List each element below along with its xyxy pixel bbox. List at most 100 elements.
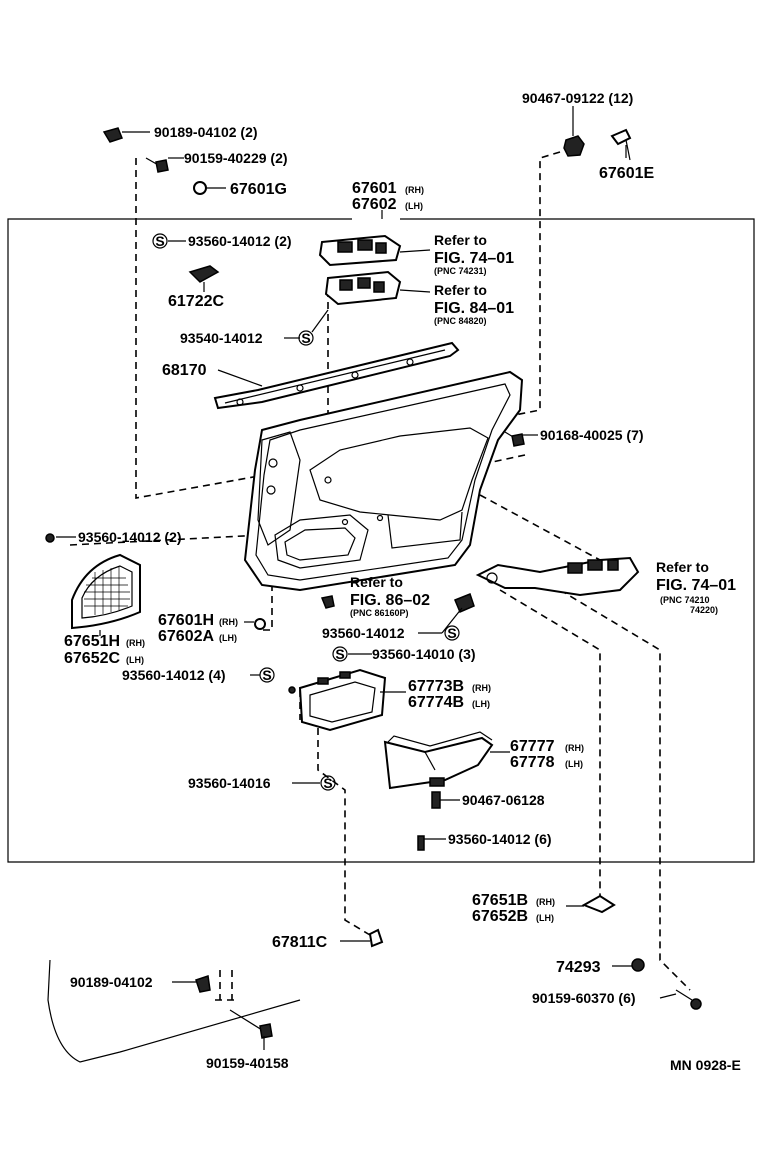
label-pnc74231: (PNC 74231): [434, 266, 487, 276]
armrest-base-74210: [475, 556, 640, 597]
label-67774B: 67774B: [408, 694, 464, 711]
label-93560-14012-4: 93560-14012 (4): [122, 667, 226, 683]
label-67651H: 67651H: [64, 633, 120, 650]
label-74293: 74293: [556, 959, 601, 976]
dash-armrest-to-90159: [559, 589, 691, 991]
label-67651B-rh: (RH): [536, 897, 555, 907]
cap-67811C: [368, 928, 384, 948]
screw-90168-40025: [504, 431, 525, 447]
label-pnc74220: 74220): [690, 605, 718, 615]
label-67601H: 67601H: [158, 612, 214, 629]
handle-86160P: [320, 593, 475, 613]
label-67602A-lh: (LH): [219, 633, 237, 643]
label-refer-to-84820: Refer to: [434, 282, 487, 298]
label-93560-14012-mid: 93560-14012: [322, 625, 405, 641]
label-67778: 67778: [510, 754, 555, 771]
label-refer-to-74231: Refer to: [434, 232, 487, 248]
svg-text:S: S: [262, 667, 271, 683]
label-67601-rh: (RH): [405, 185, 424, 195]
label-93560-14010: 93560-14010 (3): [372, 646, 476, 662]
svg-text:S: S: [447, 625, 456, 641]
label-67652C-lh: (LH): [126, 655, 144, 665]
label-90467-09122: 90467-09122 (12): [522, 90, 633, 106]
s-mark-93540-14012: S: [298, 330, 314, 346]
screw-90159-60370: [675, 989, 702, 1010]
screw-90467-06128: [431, 791, 441, 809]
door-edge-inset: [47, 959, 301, 1063]
label-90159-40158: 90159-40158: [206, 1055, 289, 1071]
label-67601G: 67601G: [230, 181, 287, 198]
label-fig84-01: FIG. 84–01: [434, 300, 514, 317]
label-67778-lh: (LH): [565, 759, 583, 769]
clip-61722C: [188, 265, 220, 283]
label-93560-14012-2a: 93560-14012 (2): [188, 233, 292, 249]
label-fig74-01-b: FIG. 74–01: [656, 577, 736, 594]
door-trim-panel: [243, 370, 524, 592]
label-61722C: 61722C: [168, 293, 224, 310]
label-93560-14016: 93560-14016: [188, 775, 271, 791]
s-mark-93560-14012-4: S: [259, 667, 275, 683]
label-67651B: 67651B: [472, 892, 528, 909]
label-fig74-01-a: FIG. 74–01: [434, 250, 514, 267]
label-pnc74210: (PNC 74210: [660, 595, 710, 605]
door-lock-switch-84820: [324, 270, 402, 306]
cap-74293: [631, 958, 645, 972]
label-90159-40229: 90159-40229 (2): [184, 150, 288, 166]
dash-armrest-to-67651B: [499, 589, 601, 898]
label-90467-06128: 90467-06128: [462, 792, 545, 808]
clip-90189-04102-top: [102, 127, 123, 143]
label-67601H-rh: (RH): [219, 617, 238, 627]
clip-93560-14012-speaker: [45, 533, 55, 543]
cover-67651B: [581, 894, 616, 914]
clip-90467-09122: [563, 135, 585, 157]
door-pocket-67777: [383, 731, 494, 790]
armrest-molding-68170: [213, 341, 460, 410]
label-67777: 67777: [510, 738, 555, 755]
clip-67601E: [610, 128, 632, 161]
label-67774B-lh: (LH): [472, 699, 490, 709]
label-67602-lh: (LH): [405, 201, 423, 211]
svg-text:S: S: [155, 233, 164, 249]
assembly-frame: [7, 218, 755, 863]
label-90159-60370: 90159-60370 (6): [532, 990, 636, 1006]
s-mark-93560-14012-mid: S: [444, 625, 460, 641]
label-93560-14012-2b: 93560-14012 (2): [78, 529, 182, 545]
leader-lines: [56, 106, 677, 1050]
svg-text:S: S: [323, 775, 332, 791]
label-67777-rh: (RH): [565, 743, 584, 753]
plug-67601G: [193, 181, 207, 195]
dash-67601H: [262, 560, 273, 631]
label-68170: 68170: [162, 362, 207, 379]
s-mark-93560-14012-top: S: [152, 233, 168, 249]
dash-pocket-to-67811C: [317, 728, 371, 936]
power-window-switch-74231: [318, 234, 402, 267]
label-67652B: 67652B: [472, 908, 528, 925]
svg-text:S: S: [301, 330, 310, 346]
label-67652C: 67652C: [64, 650, 120, 667]
label-pnc86160P: (PNC 86160P): [350, 608, 409, 618]
svg-text:S: S: [335, 646, 344, 662]
dash-armrest: [479, 494, 601, 561]
label-67773B: 67773B: [408, 678, 464, 695]
figure-code: MN 0928-E: [670, 1057, 741, 1073]
label-refer-to-74210: Refer to: [656, 559, 709, 575]
s-mark-93560-14010: S: [332, 646, 348, 662]
label-67651H-rh: (RH): [126, 638, 145, 648]
label-fig86-02: FIG. 86–02: [350, 592, 430, 609]
label-67602A: 67602A: [158, 628, 214, 645]
dash-speaker: [69, 534, 263, 546]
label-90168-40025: 90168-40025 (7): [540, 427, 644, 443]
dash-clip-right: [499, 151, 561, 419]
label-90189-04102: 90189-04102: [70, 974, 153, 990]
speaker-grille-67651H: [71, 553, 141, 630]
label-67601: 67601: [352, 180, 397, 197]
label-93540-14012: 93540-14012: [180, 330, 263, 346]
label-67652B-lh: (LH): [536, 913, 554, 923]
label-67601E: 67601E: [599, 165, 654, 182]
label-93560-14012-6: 93560-14012 (6): [448, 831, 552, 847]
label-90189-04102-2: 90189-04102 (2): [154, 124, 258, 140]
s-mark-93560-14016: S: [320, 775, 336, 791]
label-67602: 67602: [352, 196, 397, 213]
screw-93560-14012-6: [417, 835, 425, 851]
